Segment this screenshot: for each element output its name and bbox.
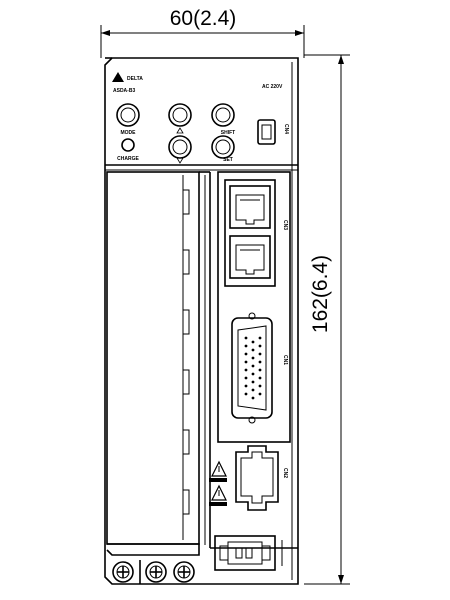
brand-label: DELTA <box>127 76 143 82</box>
hinge-tab <box>182 429 190 455</box>
width-arrow-left <box>101 30 110 36</box>
width-arrow-right <box>295 30 304 36</box>
charge-label: CHARGE <box>117 156 139 162</box>
top-panel: DELTA ASDA-B3 AC 220V MODE SHIFT CHARGE <box>112 72 289 164</box>
model-label: ASDA-B3 <box>113 88 135 94</box>
cn1-label: CN1 <box>282 355 288 365</box>
shift-button[interactable] <box>211 103 235 127</box>
ground-screw-2[interactable] <box>145 561 167 583</box>
ground-screw-3[interactable] <box>173 561 195 583</box>
hinge-tab <box>182 309 190 335</box>
cn1-dsub-connector[interactable] <box>231 312 273 424</box>
charge-indicator <box>121 138 135 152</box>
hot-surface-icon <box>211 484 227 501</box>
warning-triangle-icon <box>211 460 227 477</box>
height-arrow-bottom <box>338 575 344 584</box>
down-arrow-icon <box>176 157 184 164</box>
cn2-label: CN2 <box>282 468 288 478</box>
terminal-cover <box>106 171 200 545</box>
connector-bay <box>217 171 291 443</box>
up-arrow-icon <box>176 127 184 134</box>
mode-label: MODE <box>121 130 137 136</box>
drive-outline <box>104 57 299 585</box>
up-button[interactable] <box>168 103 192 127</box>
drive-body <box>104 57 299 585</box>
delta-logo-icon <box>112 72 124 82</box>
cn2-encoder-connector[interactable] <box>235 445 279 511</box>
height-label: 162(6.4) <box>309 255 332 333</box>
connector-panel: CN3 CN1 <box>217 171 291 443</box>
bottom-section <box>112 535 298 584</box>
hinge-tab <box>182 369 190 395</box>
cn3-label: CN3 <box>282 220 288 230</box>
cn4-label: CN4 <box>283 124 289 134</box>
height-dimension: 162(6.4) <box>304 54 350 585</box>
cover-bottom-lip <box>106 543 200 556</box>
cn3-rj45-port-upper[interactable] <box>229 185 271 229</box>
hot-surface-text-block <box>209 502 227 506</box>
warning-labels <box>209 460 227 506</box>
sto-connector[interactable] <box>214 535 276 571</box>
cn3-housing <box>224 179 276 287</box>
warning-text-block <box>209 478 227 482</box>
width-label: 60(2.4) <box>170 7 237 30</box>
shift-label: SHIFT <box>221 130 235 136</box>
power-rating-label: AC 220V <box>262 84 283 90</box>
mode-button[interactable] <box>116 103 140 127</box>
left-cover <box>106 171 211 556</box>
cn4-usb-port[interactable] <box>257 119 276 145</box>
height-arrow-top <box>338 55 344 64</box>
hinge-tab <box>182 249 190 275</box>
down-button[interactable] <box>168 135 192 159</box>
hinge-tab <box>182 189 190 215</box>
ground-screw-1[interactable] <box>112 561 134 583</box>
hinge-tab <box>182 489 190 515</box>
cn3-rj45-port-lower[interactable] <box>229 235 271 279</box>
width-dimension: 60(2.4) <box>100 7 305 58</box>
set-button[interactable] <box>211 135 235 159</box>
set-label: SET <box>223 157 233 163</box>
